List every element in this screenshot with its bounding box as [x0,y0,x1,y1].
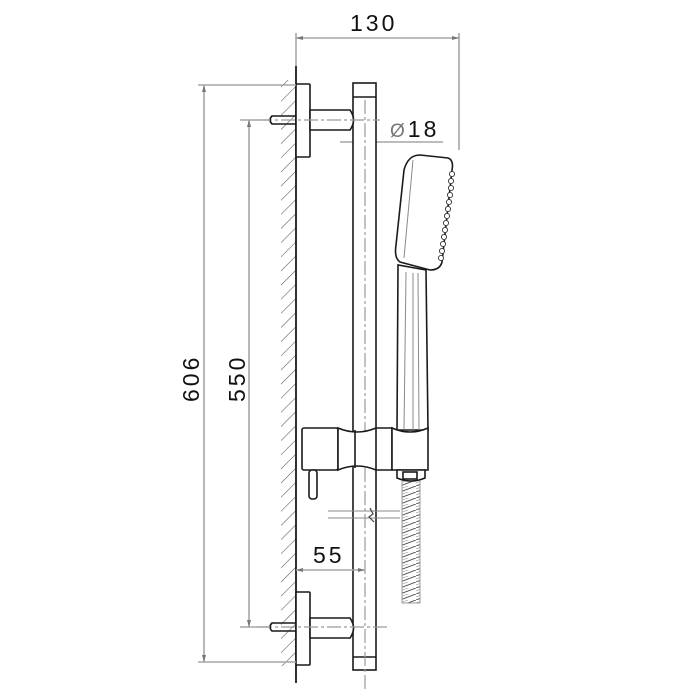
dimension-label-55: 55 [313,542,345,568]
lower-wall-bracket [258,591,387,666]
dimension-offset-55: 55 [296,542,365,572]
hand-shower-head [394,154,456,271]
flexible-hose [401,474,421,604]
dimension-distance-550: 550 [224,119,270,628]
upper-wall-bracket [258,83,380,158]
hand-shower-handle [396,264,429,431]
dimension-label-550: 550 [224,355,250,402]
spray-nozzles [437,170,456,262]
dimension-label-diameter: Ø18 [390,116,439,142]
dimension-projection-130: 130 [295,10,460,150]
sliding-holder [301,426,429,500]
wall [281,66,297,683]
dimension-label-606: 606 [178,355,204,402]
slide-rail [352,82,377,690]
dimension-height-606: 606 [178,84,296,663]
holder-locking-pin [308,469,318,500]
dimension-label-130: 130 [350,10,397,36]
wall-hatching [281,80,296,666]
break-symbol [328,507,400,523]
